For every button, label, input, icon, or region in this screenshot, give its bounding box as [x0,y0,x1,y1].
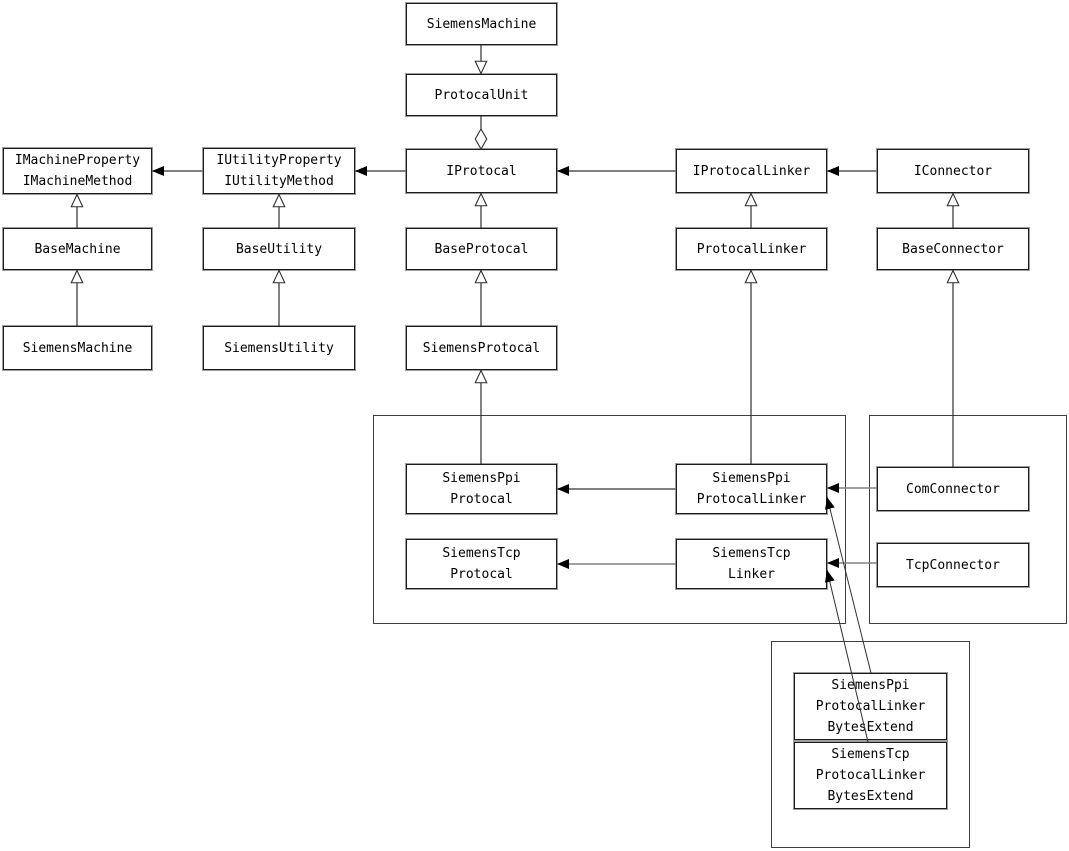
class-box-siemens-utility: SiemensUtility [202,325,356,371]
class-box-siemens-ppi-protocal-linker-bytes-extend: SiemensPpi ProtocalLinker BytesExtend [793,672,948,741]
class-box-base-protocal: BaseProtocal [405,227,558,271]
group-box-connector-group [869,415,1067,624]
class-box-siemens-ppi-protocal: SiemensPpi Protocal [405,463,558,515]
class-box-com-connector: ComConnector [876,466,1030,512]
group-box-protocal-group [373,415,846,624]
class-box-iprotocal-linker-interface: IProtocalLinker [675,148,828,194]
class-box-siemens-protocal: SiemensProtocal [405,325,558,371]
class-box-base-connector: BaseConnector [876,227,1030,271]
class-box-iconnector: IConnector [876,148,1030,194]
class-box-base-machine: BaseMachine [2,227,153,271]
class-box-siemens-ppi-protocal-linker: SiemensPpi ProtocalLinker [675,463,828,515]
class-box-siemens-tcp-protocal: SiemensTcp Protocal [405,538,558,590]
class-box-imachine-interface: IMachineProperty IMachineMethod [2,147,153,195]
class-box-siemens-machine-top: SiemensMachine [405,2,558,46]
class-box-protocal-linker: ProtocalLinker [675,227,828,271]
class-box-siemens-tcp-protocal-linker-bytes-extend: SiemensTcp ProtocalLinker BytesExtend [793,741,948,810]
class-box-siemens-machine: SiemensMachine [2,325,153,371]
class-box-iprotocal: IProtocal [405,148,558,194]
class-box-siemens-tcp-linker: SiemensTcp Linker [675,538,828,590]
class-box-tcp-connector: TcpConnector [876,542,1030,588]
class-box-base-utility: BaseUtility [202,227,356,271]
class-box-iutility-interface: IUtilityProperty IUtilityMethod [202,147,356,195]
class-box-protocal-unit: ProtocalUnit [405,73,558,117]
